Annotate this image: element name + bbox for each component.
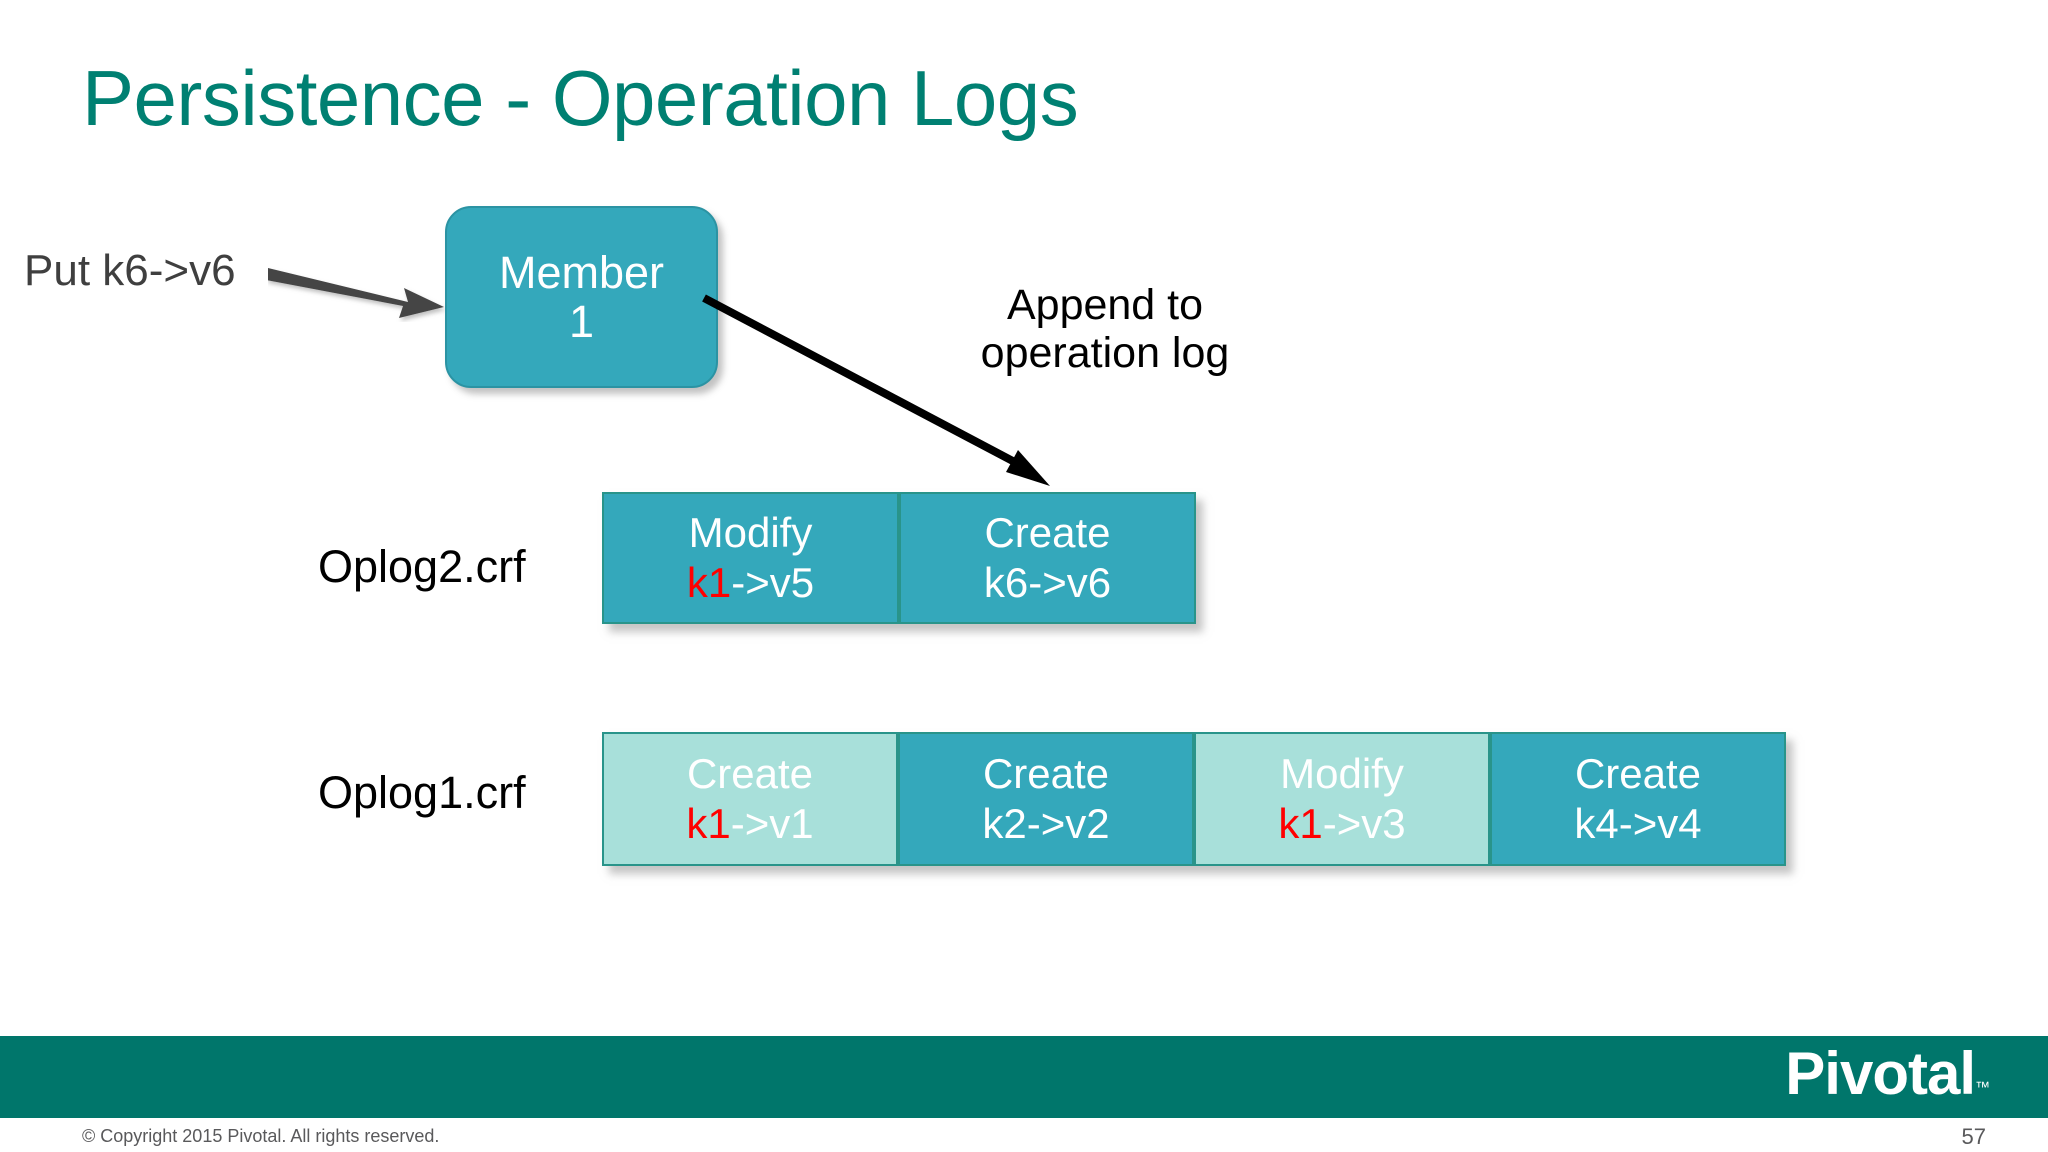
oplog2-entry-1-key: k1 [686, 559, 732, 606]
gray-arrow-icon [268, 268, 444, 318]
oplog2-entry-2-value: ->v6 [1028, 559, 1112, 606]
oplog1-entry-2-op: Create [982, 750, 1110, 798]
pivotal-logo-text: Pivotal [1785, 1040, 1976, 1107]
copyright-notice: © Copyright 2015 Pivotal. All rights res… [82, 1126, 440, 1146]
oplog2-entry-2-kv: k6->v6 [984, 558, 1111, 608]
member-node-line2: 1 [568, 296, 595, 347]
member-node[interactable]: Member 1 [445, 206, 718, 388]
oplog2-entry-2-key: k6 [983, 559, 1029, 606]
oplog1-label: Oplog1.crf [318, 767, 526, 818]
oplog1-entry-2[interactable]: Create k2->v2 [898, 732, 1194, 866]
append-caption: Append to operation log [945, 281, 1265, 377]
oplog2-entry-1[interactable]: Modify k1->v5 [602, 492, 899, 624]
oplog1-entry-1-kv: k1->v1 [686, 799, 813, 849]
oplog1-entry-2-value: ->v2 [1026, 800, 1110, 847]
oplog2-entry-2[interactable]: Create k6->v6 [899, 492, 1196, 624]
oplog1-entry-4-key: k4 [1574, 800, 1619, 847]
oplog1-entry-1[interactable]: Create k1->v1 [602, 732, 898, 866]
oplog1-entry-3[interactable]: Modify k1->v3 [1194, 732, 1490, 866]
oplog1-entry-4-value: ->v4 [1618, 800, 1702, 847]
input-operation-label: Put k6->v6 [24, 246, 236, 295]
oplog2-entry-1-op: Modify [688, 509, 813, 557]
oplog2-entry-2-op: Create [984, 509, 1111, 557]
oplog1-entry-1-value: ->v1 [730, 800, 814, 847]
oplog2-label: Oplog2.crf [318, 541, 526, 592]
oplog1-entry-3-key: k1 [1278, 800, 1323, 847]
oplog1-bar: Create k1->v1 Create k2->v2 Modify k1->v… [602, 732, 1786, 866]
oplog1-entry-3-value: ->v3 [1322, 800, 1406, 847]
page-number: 57 [1961, 1124, 1986, 1149]
append-caption-line1: Append to [1006, 281, 1204, 329]
oplog1-entry-4[interactable]: Create k4->v4 [1490, 732, 1786, 866]
oplog1-entry-3-op: Modify [1280, 750, 1404, 798]
oplog1-entry-2-kv: k2->v2 [982, 799, 1109, 849]
member-node-line1: Member [498, 246, 665, 298]
append-caption-line2: operation log [980, 329, 1230, 378]
oplog2-entry-1-kv: k1->v5 [687, 558, 814, 608]
oplog1-entry-1-op: Create [686, 750, 814, 798]
oplog2-entry-1-value: ->v5 [731, 559, 815, 606]
oplog2-bar: Modify k1->v5 Create k6->v6 [602, 492, 1196, 624]
oplog1-entry-3-kv: k1->v3 [1278, 799, 1405, 849]
oplog1-entry-4-op: Create [1574, 750, 1702, 798]
page-title: Persistence - Operation Logs [82, 54, 1079, 142]
oplog1-entry-1-key: k1 [686, 800, 731, 847]
trademark-symbol: ™ [1975, 1079, 1990, 1096]
oplog1-entry-4-kv: k4->v4 [1574, 799, 1701, 849]
oplog1-entry-2-key: k2 [982, 800, 1027, 847]
pivotal-logo: Pivotal™ [1785, 1044, 1990, 1104]
black-arrow-icon [702, 294, 1050, 486]
footer-bar [0, 1036, 2048, 1118]
